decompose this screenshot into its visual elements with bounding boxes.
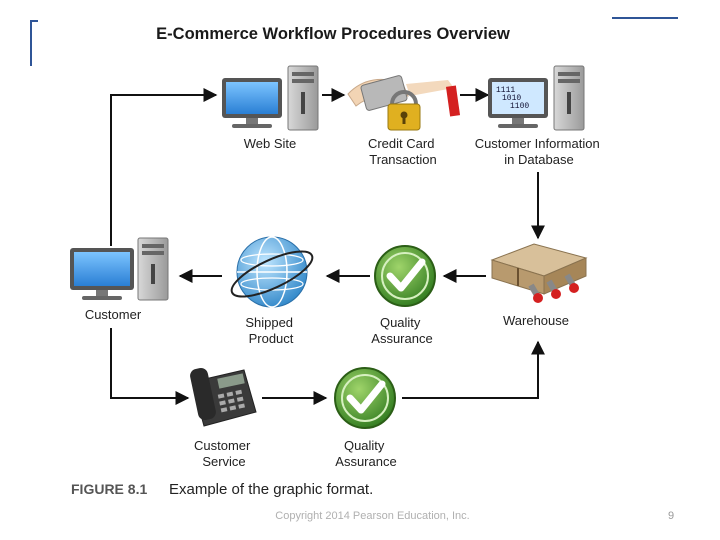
connectors	[110, 88, 545, 405]
label-quality-assurance-top: Quality Assurance	[371, 315, 432, 346]
arrow-customer-to-website	[110, 88, 218, 246]
database-computer-icon: 1111 1010 1100	[488, 65, 585, 131]
figure-number: FIGURE 8.1	[71, 481, 147, 497]
checkmark-icon	[334, 367, 396, 429]
label-warehouse: Warehouse	[503, 313, 569, 328]
copyright-footer: Copyright 2014 Pearson Education, Inc.	[275, 510, 470, 522]
label-customer: Customer	[85, 307, 142, 322]
globe-icon	[230, 236, 314, 308]
label-customer-database: Customer Information in Database	[475, 136, 604, 167]
svg-text:1010: 1010	[502, 94, 521, 103]
svg-text:1111: 1111	[496, 86, 515, 95]
page-number: 9	[668, 510, 675, 522]
warehouse-boxes-icon	[490, 243, 588, 303]
label-customer-service: Customer Service	[194, 438, 254, 469]
telephone-icon	[190, 367, 257, 427]
diagram-title: E-Commerce Workflow Procedures Overview	[156, 25, 510, 43]
decorative-bracket-top	[30, 20, 38, 22]
figure-caption: Example of the graphic format.	[169, 481, 373, 498]
credit-card-lock-icon	[347, 75, 461, 131]
arrow-qa-to-warehouse	[402, 340, 545, 399]
label-web-site: Web Site	[244, 136, 297, 151]
checkmark-icon	[374, 245, 436, 307]
computer-icon	[70, 237, 169, 301]
arrow-customer-to-service	[110, 328, 190, 405]
decorative-bracket-left	[30, 20, 32, 66]
svg-text:1100: 1100	[510, 102, 529, 111]
label-quality-assurance-bottom: Quality Assurance	[335, 438, 396, 469]
computer-icon	[222, 65, 319, 131]
label-shipped-product: Shipped Product	[245, 315, 296, 346]
decorative-top-rule	[612, 17, 678, 19]
label-credit-card: Credit Card Transaction	[368, 136, 438, 167]
